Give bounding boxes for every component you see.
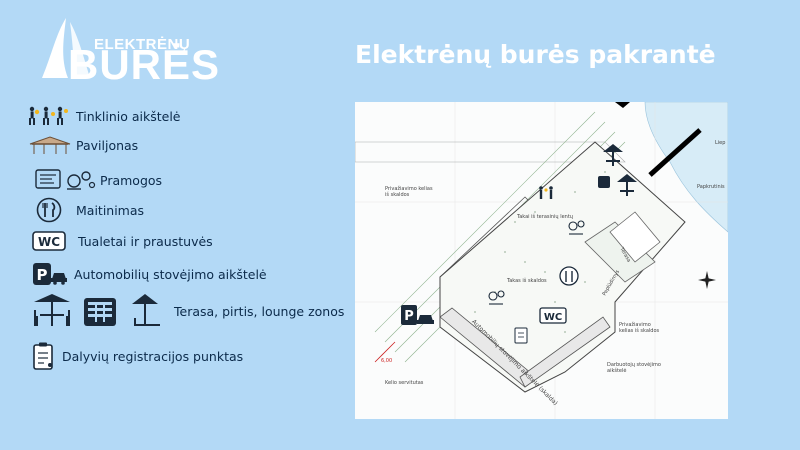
legend-item-entertainment: Pramogos bbox=[34, 167, 162, 193]
legend-label: Automobilių stovėjimo aikštelė bbox=[74, 266, 267, 282]
map-label-path-gravel: Takas iš skaldos bbox=[507, 278, 547, 284]
legend-item-wc: WC Tualetai ir praustuvės bbox=[32, 231, 213, 251]
tennis-players-icon bbox=[29, 106, 68, 125]
legend-label: Tinklinio aikštelė bbox=[76, 108, 181, 124]
legend: Tinklinio aikštelė Paviljonas Pramogos bbox=[0, 0, 350, 450]
legend-label: Tualetai ir praustuvės bbox=[78, 233, 213, 249]
map-label-plot: Papkrutinis bbox=[697, 184, 725, 190]
logo-big-text: BURĖS bbox=[68, 41, 221, 88]
legend-item-food: Maitinimas bbox=[36, 197, 144, 223]
legend-label: Paviljonas bbox=[76, 137, 139, 153]
entertainment-icon bbox=[35, 169, 96, 190]
legend-item-terrace: Terasa, pirtis, lounge zonos bbox=[32, 292, 344, 330]
cutlery-icon bbox=[36, 197, 62, 223]
terrace-sauna-icons bbox=[34, 294, 160, 326]
legend-label: Maitinimas bbox=[76, 202, 145, 218]
legend-label: Pramogos bbox=[100, 172, 163, 188]
legend-item-volleyball: Tinklinio aikštelė bbox=[26, 106, 181, 126]
map-label-dimension: 6,00 bbox=[381, 358, 393, 364]
page-title: Elektrėnų burės pakrantė bbox=[355, 40, 716, 69]
legend-label: Terasa, pirtis, lounge zonos bbox=[174, 303, 345, 319]
map-label-paths: Takai iš terasinių lentų bbox=[517, 214, 573, 220]
legend-item-parking: P Automobilių stovėjimo aikštelė bbox=[32, 262, 267, 286]
pavilion-icon bbox=[29, 136, 71, 154]
legend-label: Dalyvių registracijos punktas bbox=[62, 348, 244, 364]
logo-small-text: ELEKTRĖNŲ bbox=[94, 36, 191, 53]
legend-item-registration: Dalyvių registracijos punktas bbox=[32, 341, 243, 371]
map-label-road-servitude: Kelio servitutas bbox=[385, 380, 424, 386]
sail-icon bbox=[42, 18, 90, 78]
legend-item-pavilion: Paviljonas bbox=[28, 135, 138, 155]
site-map: P WC bbox=[355, 102, 728, 419]
site-plan-drawing: P WC bbox=[355, 102, 728, 419]
wc-badge-text: WC bbox=[38, 235, 60, 249]
registration-icon bbox=[33, 342, 53, 370]
map-label-liep: Liep bbox=[715, 140, 726, 146]
wc-icon: WC bbox=[32, 231, 66, 251]
svg-text:P: P bbox=[404, 309, 414, 324]
logo: ELEKTRĖNŲ BURĖS bbox=[38, 14, 219, 86]
svg-text:WC: WC bbox=[544, 312, 562, 323]
parking-icon: P bbox=[33, 263, 67, 285]
parking-badge-text: P bbox=[37, 266, 48, 284]
